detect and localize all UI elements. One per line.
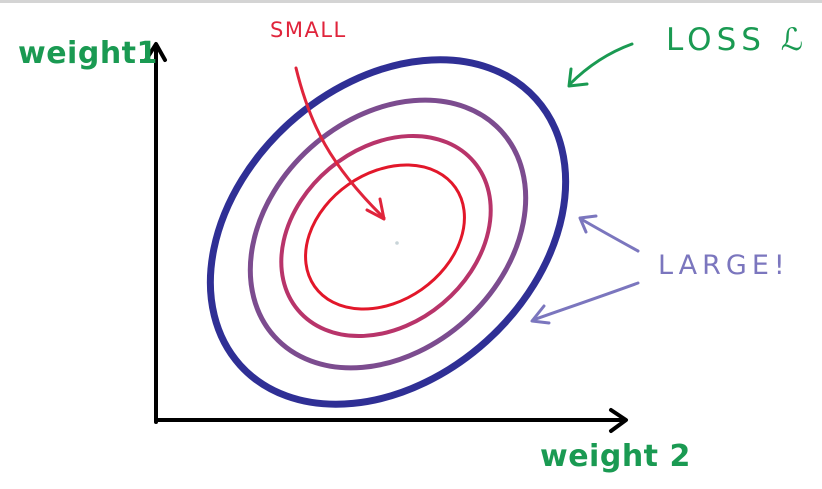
contour-second	[247, 97, 529, 371]
small-arrow-head	[365, 197, 386, 221]
large-arrows	[530, 214, 640, 325]
minimum-point	[395, 241, 399, 245]
loss-label: LOSS ℒ	[666, 22, 808, 58]
x-axis-label: weight 2	[540, 439, 691, 474]
x-axis-arrowhead	[609, 408, 628, 433]
y-axis-label: weight1	[18, 36, 158, 71]
large-arrow-upper-head	[578, 214, 598, 234]
large-arrow-lower-shaft	[531, 281, 640, 322]
loss-arrow	[567, 42, 634, 88]
contour-outer	[206, 56, 570, 408]
small-arrow-shaft	[294, 66, 386, 220]
large-label: LARGE!	[658, 250, 790, 281]
contour-inner	[304, 163, 466, 311]
large-arrow-upper-shaft	[579, 217, 640, 253]
top-border	[0, 0, 822, 3]
small-label: SMALL	[270, 18, 347, 42]
loss-arrow-head	[567, 67, 589, 88]
contour-rings	[206, 56, 570, 408]
loss-arrow-shaft	[568, 42, 634, 86]
contour-third	[279, 133, 493, 339]
large-arrow-lower-head	[530, 304, 551, 325]
small-arrow	[294, 66, 386, 221]
y-axis-arrowhead	[144, 42, 167, 62]
axes	[144, 42, 628, 433]
